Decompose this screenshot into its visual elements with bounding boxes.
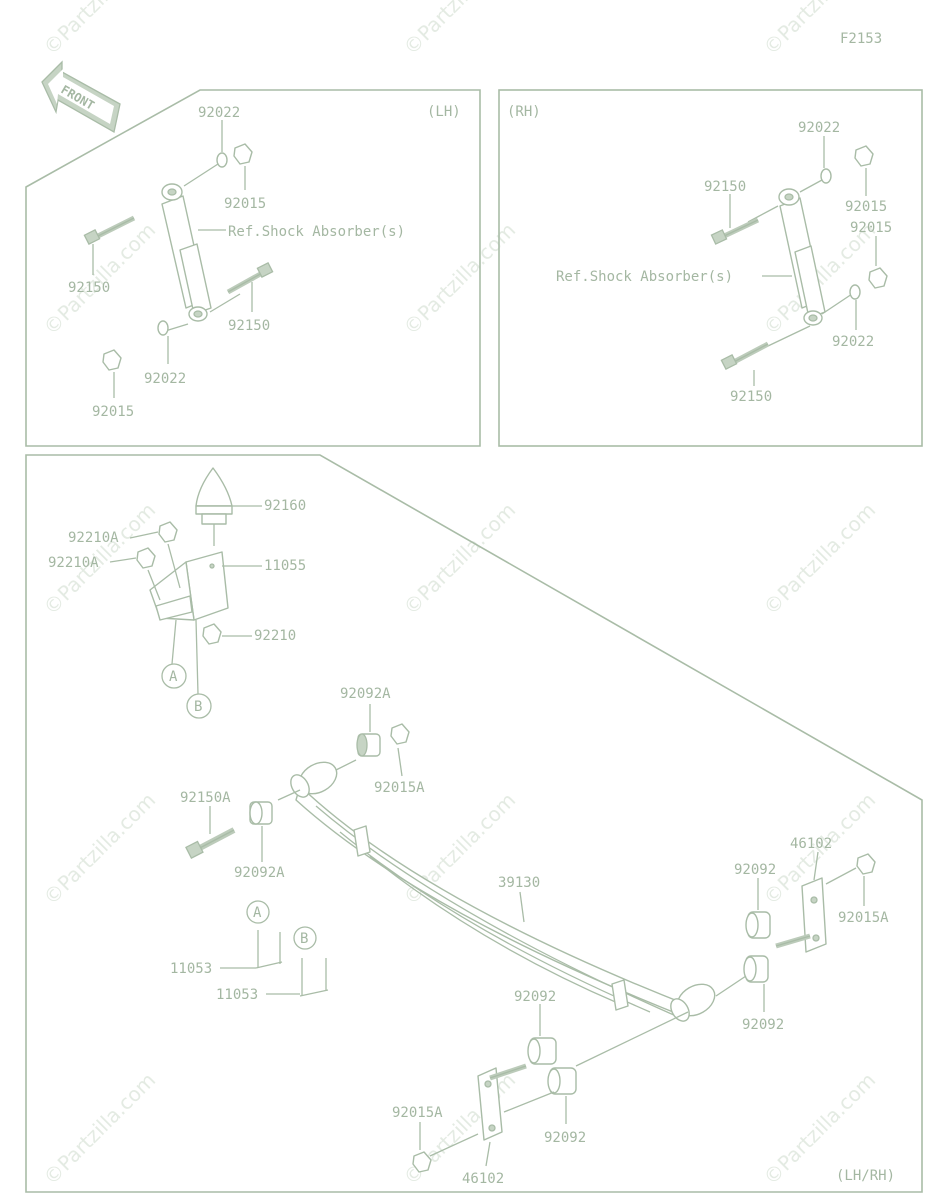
nut-icon [412, 1151, 432, 1173]
reference-circle-b [186, 693, 212, 719]
bushing-icon [356, 733, 381, 757]
callout-92022: 92022 [144, 371, 186, 387]
callout-92015: 92015 [224, 196, 266, 212]
nut-icon [136, 547, 156, 569]
panel-rh-tag: (RH) [507, 104, 541, 120]
callout-92015A: 92015A [374, 780, 425, 796]
watermark: ©Partzilla.com [39, 1068, 161, 1190]
watermark: ©Partzilla.com [759, 498, 881, 620]
callout-92022: 92022 [832, 334, 874, 350]
callout-92092: 92092 [742, 1017, 784, 1033]
nut-icon [158, 521, 178, 543]
ref-shock-absorber-label: Ref.Shock Absorber(s) [556, 269, 733, 285]
front-arrow-icon: FRONT [41, 60, 121, 134]
callout-92092: 92092 [514, 989, 556, 1005]
nut-icon [854, 145, 874, 167]
watermark: ©Partzilla.com [39, 0, 161, 60]
callout-92092: 92092 [544, 1130, 586, 1146]
nut-icon [856, 853, 876, 875]
panel-lh-frame [25, 89, 481, 447]
callout-92210A: 92210A [68, 530, 119, 546]
washer-icon [820, 168, 832, 184]
bushing-icon [547, 1067, 577, 1095]
bracket [149, 551, 229, 621]
callout-92150: 92150 [68, 280, 110, 296]
callout-92210: 92210 [254, 628, 296, 644]
callout-92150: 92150 [730, 389, 772, 405]
shackle-bottom [477, 1063, 527, 1141]
shackle-right [775, 877, 827, 953]
callout-92022: 92022 [198, 105, 240, 121]
washer-icon [216, 152, 228, 168]
callout-92022: 92022 [798, 120, 840, 136]
panel-lh: (LH) [25, 89, 481, 447]
panel-main-frame [25, 454, 923, 1193]
bolt-icon [226, 261, 274, 295]
shock-absorber-lh [161, 183, 212, 322]
callout-92092A: 92092A [234, 865, 285, 881]
washer-icon [849, 284, 861, 300]
callout-11053: 11053 [170, 961, 212, 977]
leaf-spring [290, 761, 716, 1022]
reference-circle-a [161, 663, 187, 689]
bolt-icon [83, 215, 136, 246]
reference-circle-a [246, 900, 270, 924]
figure-id: F2153 [840, 31, 882, 47]
panel-main: (LH/RH) A B 92160 92210A [25, 454, 923, 1193]
shock-absorber-rh [778, 188, 826, 326]
callout-11055: 11055 [264, 558, 306, 574]
bump-stopper [195, 467, 233, 546]
callout-92015: 92015 [92, 404, 134, 420]
bushing-icon [249, 801, 273, 825]
bushing-icon [743, 955, 769, 983]
callout-92210A: 92210A [48, 555, 99, 571]
bushing-icon [527, 1037, 557, 1065]
panel-lh-tag: (LH) [427, 104, 461, 120]
bushing-icon [745, 911, 771, 939]
nut-icon [390, 723, 410, 745]
panel-main-tag: (LH/RH) [836, 1168, 895, 1184]
watermark: ©Partzilla.com [759, 0, 881, 60]
bolt-icon [185, 827, 236, 859]
nut-icon [202, 623, 222, 645]
callout-92150: 92150 [228, 318, 270, 334]
ref-shock-absorber-label: Ref.Shock Absorber(s) [228, 224, 405, 240]
bolt-icon [710, 217, 760, 245]
reference-label-b: B [300, 931, 308, 947]
nut-icon [102, 349, 122, 371]
callout-92160: 92160 [264, 498, 306, 514]
callout-11053: 11053 [216, 987, 258, 1003]
callout-39130: 39130 [498, 875, 540, 891]
callout-46102: 46102 [790, 836, 832, 852]
reference-circle-b [293, 926, 317, 950]
nut-icon [868, 267, 888, 289]
callout-92092: 92092 [734, 862, 776, 878]
watermark: ©Partzilla.com [399, 0, 521, 60]
callout-92015: 92015 [850, 220, 892, 236]
reference-label-b: B [194, 699, 202, 715]
callout-92150: 92150 [704, 179, 746, 195]
panel-rh-frame [498, 89, 923, 447]
callout-92015A: 92015A [392, 1105, 443, 1121]
washer-icon [157, 320, 169, 336]
watermark: ©Partzilla.com [39, 788, 161, 910]
callout-92015A: 92015A [838, 910, 889, 926]
callout-46102: 46102 [462, 1171, 504, 1187]
reference-label-a: A [253, 905, 262, 921]
callout-92150A: 92150A [180, 790, 231, 806]
watermark: ©Partzilla.com [399, 218, 521, 340]
callout-92015: 92015 [845, 199, 887, 215]
bolt-icon [720, 341, 770, 371]
panel-rh: (RH) 9 [498, 89, 923, 447]
nut-icon [233, 143, 253, 165]
callout-92092A: 92092A [340, 686, 391, 702]
reference-label-a: A [169, 669, 178, 685]
u-bolt [255, 930, 329, 997]
